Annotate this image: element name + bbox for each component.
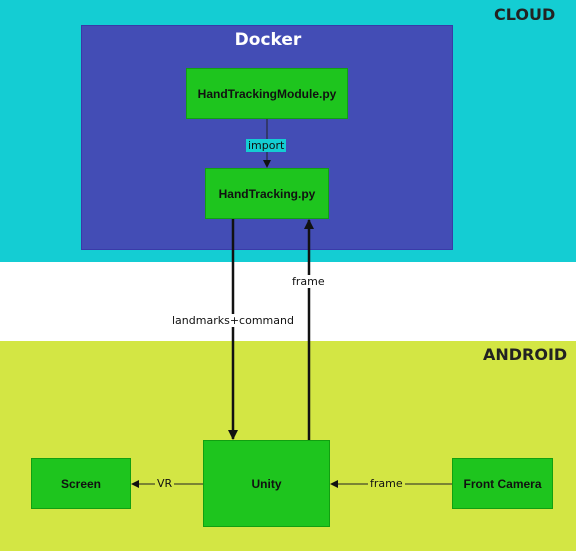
edge-label-vr: VR <box>155 477 175 490</box>
node-unity[interactable]: Unity <box>203 440 330 527</box>
edge-label-frame-in: frame <box>368 477 405 490</box>
node-screen[interactable]: Screen <box>31 458 131 509</box>
edge-label-frame-up: frame <box>290 275 327 288</box>
android-zone-label: ANDROID <box>483 345 568 364</box>
edge-label-landmarks-command: landmarks+command <box>170 314 296 327</box>
node-front-camera[interactable]: Front Camera <box>452 458 553 509</box>
edge-label-import: import <box>246 139 287 152</box>
node-handtracking[interactable]: HandTracking.py <box>205 168 329 219</box>
node-handtracking-module[interactable]: HandTrackingModule.py <box>186 68 348 119</box>
cloud-zone-label: CLOUD <box>494 5 556 24</box>
docker-title: Docker <box>234 30 302 50</box>
